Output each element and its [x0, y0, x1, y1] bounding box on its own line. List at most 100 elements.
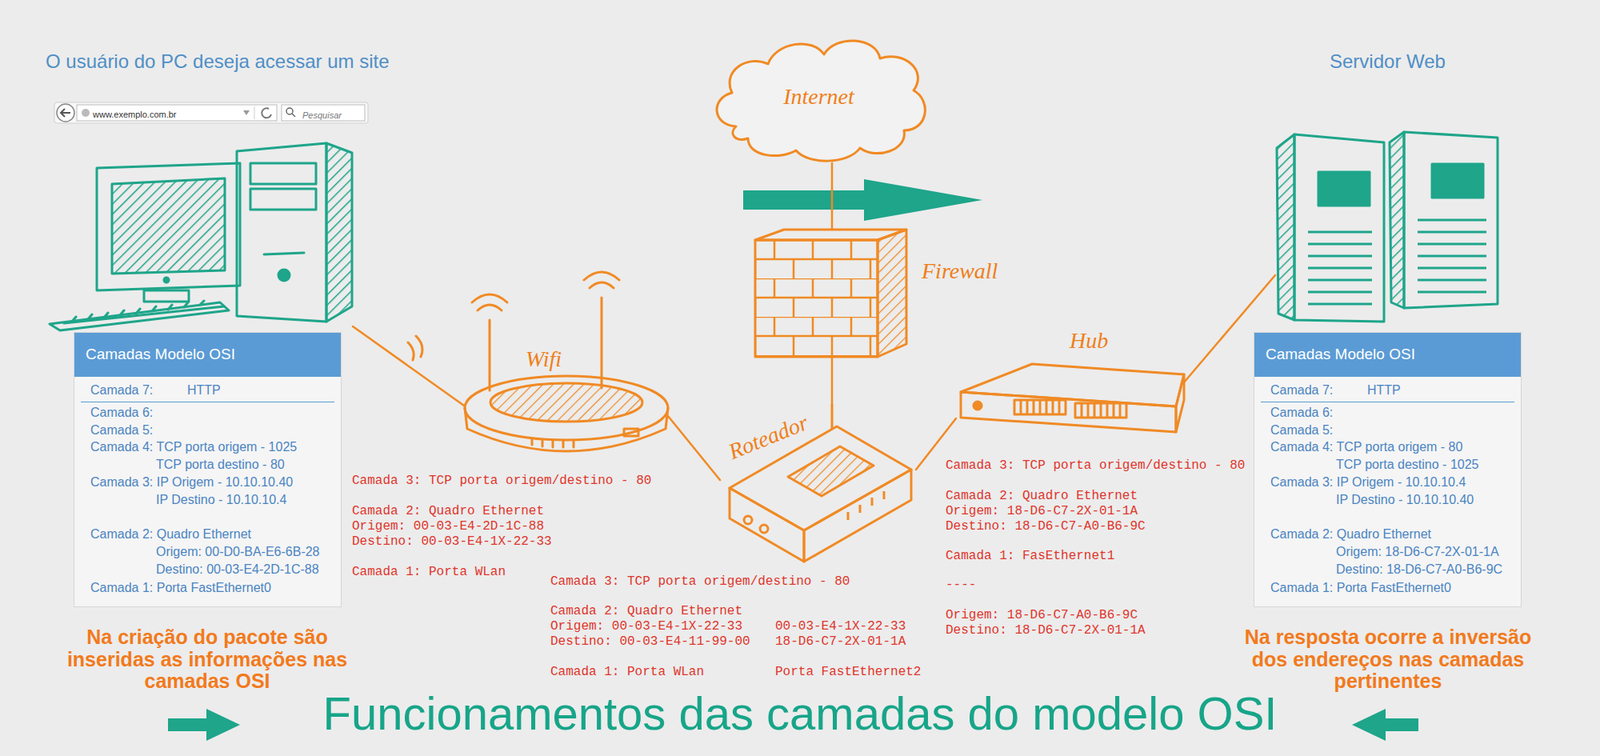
layer-row: Origem: 18-D6-C7-2X-01-1A [1336, 544, 1500, 560]
wifi-router-drawing [408, 272, 668, 452]
layer-row: Camada 6: [1270, 404, 1333, 421]
layer-row: Camada 2: Quadro Ethernet [1270, 526, 1432, 543]
web-server-node: Servidor Web [1275, 49, 1500, 322]
osi-table: Camadas Modelo OSI Camada 7: HTTP Camada 6:… [73, 332, 342, 608]
text-slot: HTTP [187, 382, 221, 399]
wifi-router-node: Wifi [464, 285, 668, 460]
frame-info-slot: Camada 3: TCP porta origem/destino - 80 [550, 573, 850, 590]
layer-row: Camada 4: TCP porta origem - 1025 [90, 439, 297, 456]
layer-row: HTTP [1367, 382, 1401, 399]
text-slot: Camada 5: [1270, 422, 1333, 439]
text-slot: Camada 6: [1270, 404, 1333, 421]
text-slot: Camada 1: Porta FastEthernet0 [1270, 580, 1452, 596]
text-slot: Camada 4: TCP porta origem - 1025 [90, 439, 297, 456]
network-cable [831, 356, 834, 404]
layer-row: Camada 6: [90, 404, 153, 421]
layer-row: Camada 7: [90, 382, 153, 399]
text-slot: Camada 7: [1270, 382, 1333, 399]
caption-note: Na resposta ocorre a inversão dos endere… [1240, 626, 1536, 693]
caption-note-slot: Na criação do pacote são inseridas as in… [59, 626, 356, 693]
layer-row: Destino: 00-03-E4-2D-1C-88 [156, 561, 320, 578]
node-heading: Hub [1069, 328, 1108, 354]
router-node: Roteador [720, 404, 916, 562]
text-slot: Origem: 00-D0-BA-E6-6B-28 [156, 544, 320, 560]
frame-info: 18-D6-C7-2X-01-1A [775, 634, 906, 650]
text-slot: Origem: 18-D6-C7-2X-01-1A [1336, 544, 1500, 560]
frame-info-slot: Origem: 00-03-E4-2D-1C-88 [352, 518, 544, 535]
frame-info-slot: Camada 1: Porta WLan [352, 564, 506, 580]
text-slot: Roteador [734, 439, 818, 465]
frame-info-slot: Destino: 18-D6-C7-A0-B6-9C [945, 518, 1146, 535]
text-slot: Wifi [525, 346, 562, 372]
internet-cloud: Internet [704, 30, 934, 164]
url-text-slot: www.exemplo.com.br [92, 106, 177, 121]
node-heading: Wifi [525, 346, 562, 372]
frame-info: Camada 3: TCP porta origem/destino - 80 [945, 458, 1245, 474]
text-slot: Destino: 18-D6-C7-A0-B6-9C [1336, 561, 1503, 578]
title-slot: Funcionamentos das camadas do modelo OSI [0, 686, 1600, 740]
layer-row: TCP porta destino - 80 [156, 456, 285, 473]
frame-info: Destino: 00-03-E4-11-99-00 [550, 634, 751, 650]
firewall-node: Firewall [749, 229, 1014, 357]
frame-info-slot: Camada 1: Porta WLan [550, 664, 704, 680]
frame-info-slot: ---- [945, 576, 976, 593]
frame-info-slot: Camada 3: TCP porta origem/destino - 80 [945, 457, 1245, 474]
layer-row: TCP porta destino - 1025 [1336, 456, 1479, 473]
frame-info: Camada 3: TCP porta origem/destino - 80 [550, 574, 850, 590]
node-heading: Internet [783, 84, 855, 110]
text-slot: TCP porta destino - 1025 [1336, 456, 1479, 473]
text-slot: Camadas Modelo OSI [1265, 344, 1416, 364]
node-heading: Servidor Web [1329, 49, 1446, 74]
text-slot: IP Destino - 10.10.10.4 [156, 492, 287, 508]
pc-node: O usuário do PC deseja acessar um site [45, 49, 438, 327]
frame-info-slot: Origem: 18-D6-C7-2X-01-1A [945, 503, 1138, 520]
network-cable [831, 163, 834, 230]
search-placeholder: Pesquisar [302, 109, 342, 121]
node-heading: Camadas Modelo OSI [1265, 344, 1416, 364]
pc-drawing [49, 143, 352, 331]
node-heading: Camadas Modelo OSI [85, 344, 236, 364]
text-slot: IP Destino - 10.10.10.40 [1336, 492, 1474, 508]
frame-info-slot: Destino: 18-D6-C7-2X-01-1A [945, 622, 1146, 639]
text-slot: Servidor Web [1329, 49, 1446, 74]
layer-row: Origem: 00-D0-BA-E6-6B-28 [156, 544, 320, 560]
text-slot: O usuário do PC deseja acessar um site [45, 49, 390, 74]
text-slot: Camada 2: Quadro Ethernet [1270, 526, 1432, 543]
frame-info: Origem: 18-D6-C7-A0-B6-9C [945, 608, 1138, 624]
frame-info-slot: 18-D6-C7-2X-01-1A [775, 633, 906, 650]
frame-info: ---- [945, 577, 976, 593]
frame-info: Destino: 18-D6-C7-2X-01-1A [945, 623, 1146, 639]
frame-info: Origem: 18-D6-C7-2X-01-1A [945, 504, 1138, 520]
frame-info-slot: Camada 2: Quadro Ethernet [352, 503, 544, 520]
frame-info-slot: 00-03-E4-1X-22-33 [775, 618, 906, 635]
row-rule [80, 401, 335, 403]
frame-info-slot: Camada 2: Quadro Ethernet [550, 603, 743, 620]
frame-info: Camada 1: Porta WLan [352, 564, 506, 580]
frame-info-slot: Destino: 00-03-E4-1X-22-33 [352, 533, 552, 550]
frame-info: Camada 2: Quadro Ethernet [550, 604, 743, 620]
url-text: www.exemplo.com.br [92, 108, 177, 120]
hub-drawing [960, 364, 1184, 432]
osi-table: Camadas Modelo OSI Camada 7: HTTP Camada 6:… [1253, 332, 1522, 608]
frame-info: Porta FastEthernet2 [775, 664, 921, 680]
text-slot: Camada 3: IP Origem - 10.10.10.40 [90, 474, 293, 491]
text-slot: Internet [783, 84, 855, 110]
node-heading: O usuário do PC deseja acessar um site [45, 49, 390, 74]
text-slot: HTTP [1367, 382, 1401, 399]
text-slot: Hub [1069, 328, 1108, 354]
direction-arrows [168, 179, 1419, 741]
text-slot: Camada 6: [90, 404, 153, 421]
frame-info-slot: Camada 1: FasEthernet1 [945, 548, 1115, 564]
layer-row: Camada 1: Porta FastEthernet0 [1270, 580, 1452, 596]
layer-row: HTTP [187, 382, 221, 399]
web-server-drawing [1276, 132, 1498, 322]
text-slot: Camada 3: IP Origem - 10.10.10.4 [1270, 474, 1466, 491]
node-heading: Roteador [724, 409, 812, 465]
text-slot: Camada 4: TCP porta origem - 80 [1270, 439, 1463, 456]
layer-row: IP Destino - 10.10.10.40 [1336, 492, 1474, 508]
layer-row: Camada 7: [1270, 382, 1333, 399]
text-slot: Firewall [921, 258, 998, 284]
layer-row: Camada 2: Quadro Ethernet [90, 526, 252, 543]
text-slot: TCP porta destino - 80 [156, 456, 285, 473]
frame-info-slot: Origem: 00-03-E4-1X-22-33 [550, 618, 743, 635]
